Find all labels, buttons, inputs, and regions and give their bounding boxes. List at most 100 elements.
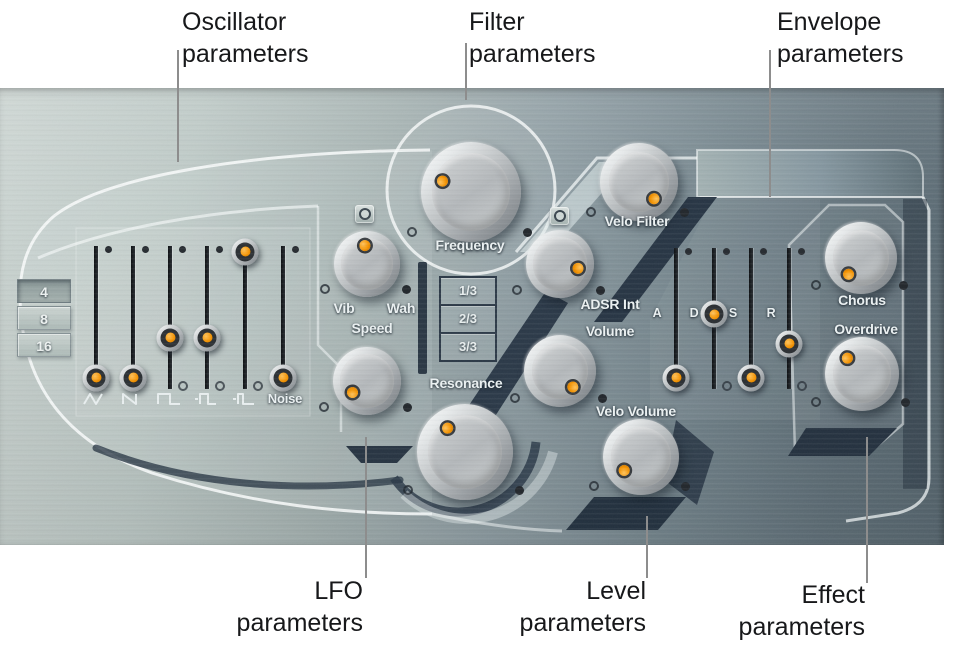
filter-slope-group: 1/3 2/3 3/3 [439, 276, 497, 362]
volume-knob[interactable] [510, 335, 607, 407]
pulse-wave-icon [195, 393, 216, 405]
slider-top-dot [723, 248, 730, 255]
osc-slider-sawtooth[interactable] [118, 246, 149, 392]
slider-bottom-ring [253, 381, 263, 391]
slider-top-dot [142, 246, 149, 253]
knob-indicator-dot [839, 351, 856, 367]
level-callout-label: Level parameters [519, 577, 646, 637]
env-slider-decay[interactable] [699, 248, 732, 391]
slider-top-dot [760, 248, 767, 255]
oscillator-callout-line [177, 50, 179, 162]
envelope-callout-label: Envelope parameters [777, 8, 904, 68]
triangle-wave-icon [83, 393, 103, 405]
effect-callout-line [866, 437, 868, 583]
slider-bottom-ring [722, 381, 732, 391]
frequency-label: Frequency [435, 237, 505, 253]
env-slider-attack[interactable] [661, 248, 692, 392]
octave-button-4[interactable]: 4 [17, 279, 71, 303]
filter-resonance-knob[interactable] [403, 404, 524, 500]
slider-top-dot [685, 248, 692, 255]
slider-track[interactable] [205, 246, 209, 389]
sustain-label: S [728, 306, 738, 320]
knob-indicator-dot [358, 239, 371, 253]
resonance-label: Resonance [429, 375, 503, 391]
oscillator-callout-label: Oscillator parameters [182, 8, 309, 68]
osc-slider-triangle[interactable] [81, 246, 112, 392]
osc-slider-pulse[interactable] [192, 246, 225, 391]
lfo-vib-wah-knob[interactable] [320, 231, 411, 297]
adsr-mode-button[interactable] [550, 207, 569, 225]
narrow-pulse-wave-icon [233, 393, 254, 405]
velo-volume-knob[interactable] [589, 419, 690, 495]
slider-track[interactable] [168, 246, 172, 389]
noise-label: Noise [267, 391, 303, 406]
envelope-callout-line [769, 50, 771, 197]
slider-track[interactable] [787, 248, 791, 389]
knob-indicator-arm [330, 227, 405, 302]
effect-callout-label: Effect parameters [738, 581, 865, 641]
slider-top-dot [179, 246, 186, 253]
knob-indicator-dot [565, 378, 581, 395]
slider-thumb[interactable] [193, 324, 221, 352]
knob-indicator-dot [841, 266, 857, 283]
decay-label: D [689, 306, 699, 320]
square-wave-icon [157, 393, 180, 405]
octave-button-16[interactable]: 16 [17, 333, 71, 357]
slider-bottom-ring [797, 381, 807, 391]
filter-slope-button-3of3[interactable]: 3/3 [441, 334, 495, 360]
release-label: R [766, 306, 776, 320]
slider-top-dot [292, 246, 299, 253]
volume-label: Volume [585, 323, 635, 339]
speed-label: Speed [351, 320, 393, 336]
filter-frequency-knob[interactable] [407, 142, 532, 242]
lfo-mode-button[interactable] [355, 205, 374, 223]
slider-thumb[interactable] [82, 364, 110, 392]
slider-thumb[interactable] [269, 364, 297, 392]
slider-thumb[interactable] [231, 238, 259, 266]
osc-slider-noise[interactable] [268, 246, 299, 392]
slider-thumb[interactable] [156, 324, 184, 352]
sawtooth-wave-icon [122, 393, 137, 405]
env-slider-sustain[interactable] [736, 248, 767, 392]
knob-indicator-dot [344, 385, 361, 401]
knob-indicator-dot [572, 261, 586, 275]
slider-thumb[interactable] [700, 300, 728, 328]
overdrive-knob[interactable] [811, 337, 910, 411]
wah-label: Wah [386, 300, 416, 316]
env-slider-release[interactable] [774, 248, 807, 391]
lfo-callout-line [365, 437, 367, 578]
lfo-callout-label: LFO parameters [236, 577, 363, 637]
slider-bottom-ring [215, 381, 225, 391]
slider-thumb[interactable] [662, 364, 690, 392]
chorus-knob[interactable] [811, 222, 908, 294]
slider-top-dot [216, 246, 223, 253]
velo-filter-label: Velo Filter [604, 213, 670, 229]
slider-top-dot [798, 248, 805, 255]
knob-indicator-dot [439, 421, 456, 437]
adsr-int-knob[interactable] [512, 230, 605, 298]
slider-top-dot [105, 246, 112, 253]
osc-slider-square[interactable] [155, 246, 188, 391]
filter-callout-label: Filter parameters [469, 8, 596, 68]
knob-indicator-dot [435, 174, 450, 189]
osc-slider-narrow-pulse[interactable] [230, 238, 263, 391]
adsr-int-label: ADSR Int [580, 296, 640, 312]
octave-button-8[interactable]: 8 [17, 306, 71, 330]
vib-label: Vib [333, 300, 355, 316]
overdrive-label: Overdrive [834, 321, 898, 337]
velo-volume-label: Velo Volume [595, 403, 677, 419]
filter-slope-button-2of3[interactable]: 2/3 [441, 306, 495, 334]
slider-thumb[interactable] [119, 364, 147, 392]
filter-slope-button-1of3[interactable]: 1/3 [441, 278, 495, 306]
slider-track[interactable] [243, 246, 247, 389]
knob-indicator-dot [646, 190, 663, 207]
attack-label: A [652, 306, 662, 320]
knob-indicator-dot [616, 463, 632, 479]
level-callout-line [646, 516, 648, 578]
velo-filter-knob[interactable] [586, 143, 689, 221]
slider-thumb[interactable] [775, 330, 803, 358]
slider-bottom-ring [178, 381, 188, 391]
slider-thumb[interactable] [737, 364, 765, 392]
lfo-speed-knob[interactable] [319, 347, 412, 415]
